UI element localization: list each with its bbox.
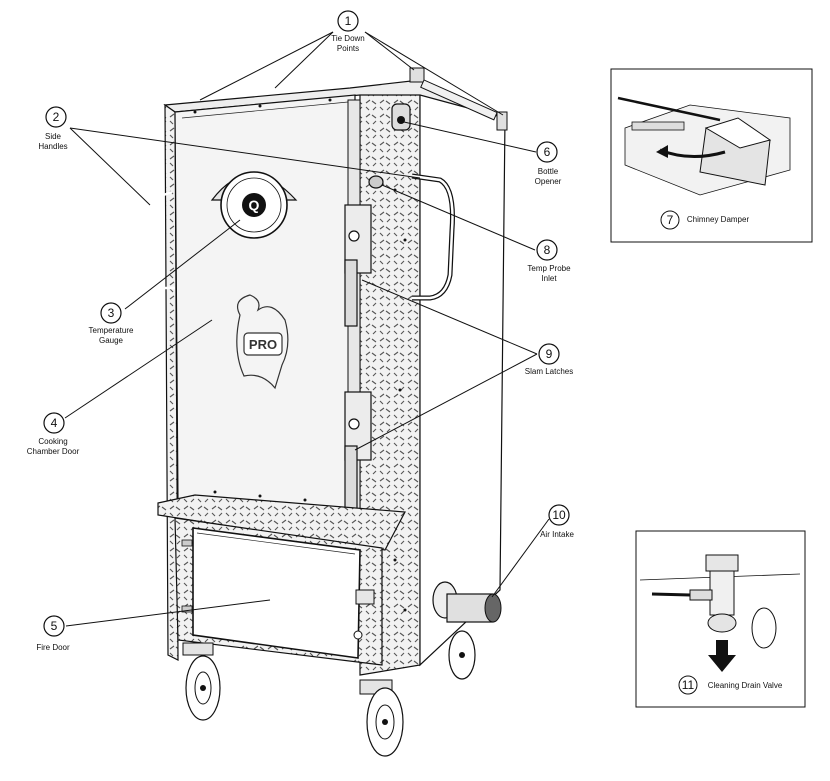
callout-number: 2 — [53, 110, 60, 124]
slam-latch-upper[interactable] — [344, 204, 372, 327]
callout-label: Cleaning Drain Valve — [708, 681, 783, 690]
callout-number: 10 — [552, 508, 566, 522]
callout-label: Points — [337, 44, 359, 53]
callout-label: Chamber Door — [27, 447, 80, 456]
callout-label: Air Intake — [540, 530, 574, 539]
callout-4: 4 Cooking Chamber Door — [27, 412, 80, 456]
gauge-logo-letter: Q — [249, 197, 260, 213]
fire-door-latch[interactable] — [355, 589, 375, 605]
callout-label: Fire Door — [36, 643, 70, 652]
callout-number: 1 — [345, 14, 352, 28]
callout-3: 3 Temperature Gauge — [89, 302, 134, 345]
fire-door[interactable] — [192, 527, 361, 659]
callout-label: Chimney Damper — [687, 215, 750, 224]
caster-front-right — [359, 679, 404, 757]
leader-lines — [64, 31, 550, 627]
callout-number: 6 — [544, 145, 551, 159]
callout-number: 9 — [546, 347, 553, 361]
caster-front-left — [182, 642, 221, 721]
callout-6: 6 Bottle Opener — [535, 141, 562, 186]
callout-number: 4 — [51, 416, 58, 430]
callout-label: Inlet — [541, 274, 557, 283]
callout-label: Opener — [535, 177, 562, 186]
callout-label: Temp Probe — [527, 264, 571, 273]
pro-logo: PRO — [236, 294, 289, 390]
callout-number: 8 — [544, 243, 551, 257]
door-rivets — [193, 98, 407, 612]
tie-down-points — [409, 67, 508, 131]
inset-drain-valve: 11 Cleaning Drain Valve — [635, 530, 806, 708]
callout-2: 2 Side Handles — [38, 106, 68, 151]
callout-10: 10 Air Intake — [540, 504, 574, 539]
callout-label: Cooking — [38, 437, 67, 446]
callout-number: 7 — [667, 213, 674, 227]
callout-5: 5 Fire Door — [36, 615, 70, 652]
callout-label: Gauge — [99, 336, 124, 345]
callout-label: Slam Latches — [525, 367, 573, 376]
callout-label: Side — [45, 132, 62, 141]
logo-text: PRO — [249, 337, 277, 352]
callout-number: 11 — [682, 678, 695, 692]
callout-number: 5 — [51, 619, 58, 633]
air-intake[interactable] — [432, 581, 502, 623]
cooking-chamber-door[interactable] — [174, 94, 356, 513]
callout-1: 1 Tie Down Points — [331, 10, 365, 53]
callout-number: 3 — [108, 306, 115, 320]
callout-label: Handles — [38, 142, 67, 151]
bottle-opener[interactable] — [391, 103, 411, 131]
rear-panel — [419, 79, 506, 667]
callout-label: Bottle — [538, 167, 559, 176]
caster-rear — [448, 630, 476, 680]
callout-8: 8 Temp Probe Inlet — [527, 239, 571, 283]
smoker-body: Q PRO — [146, 67, 508, 757]
front-shelf — [157, 494, 406, 551]
temp-probe-inlet[interactable] — [368, 175, 384, 189]
callout-label: Temperature — [89, 326, 134, 335]
callout-9: 9 Slam Latches — [525, 343, 573, 376]
callout-label: Tie Down — [331, 34, 365, 43]
inset-chimney-damper: 7 Chimney Damper — [610, 68, 813, 243]
